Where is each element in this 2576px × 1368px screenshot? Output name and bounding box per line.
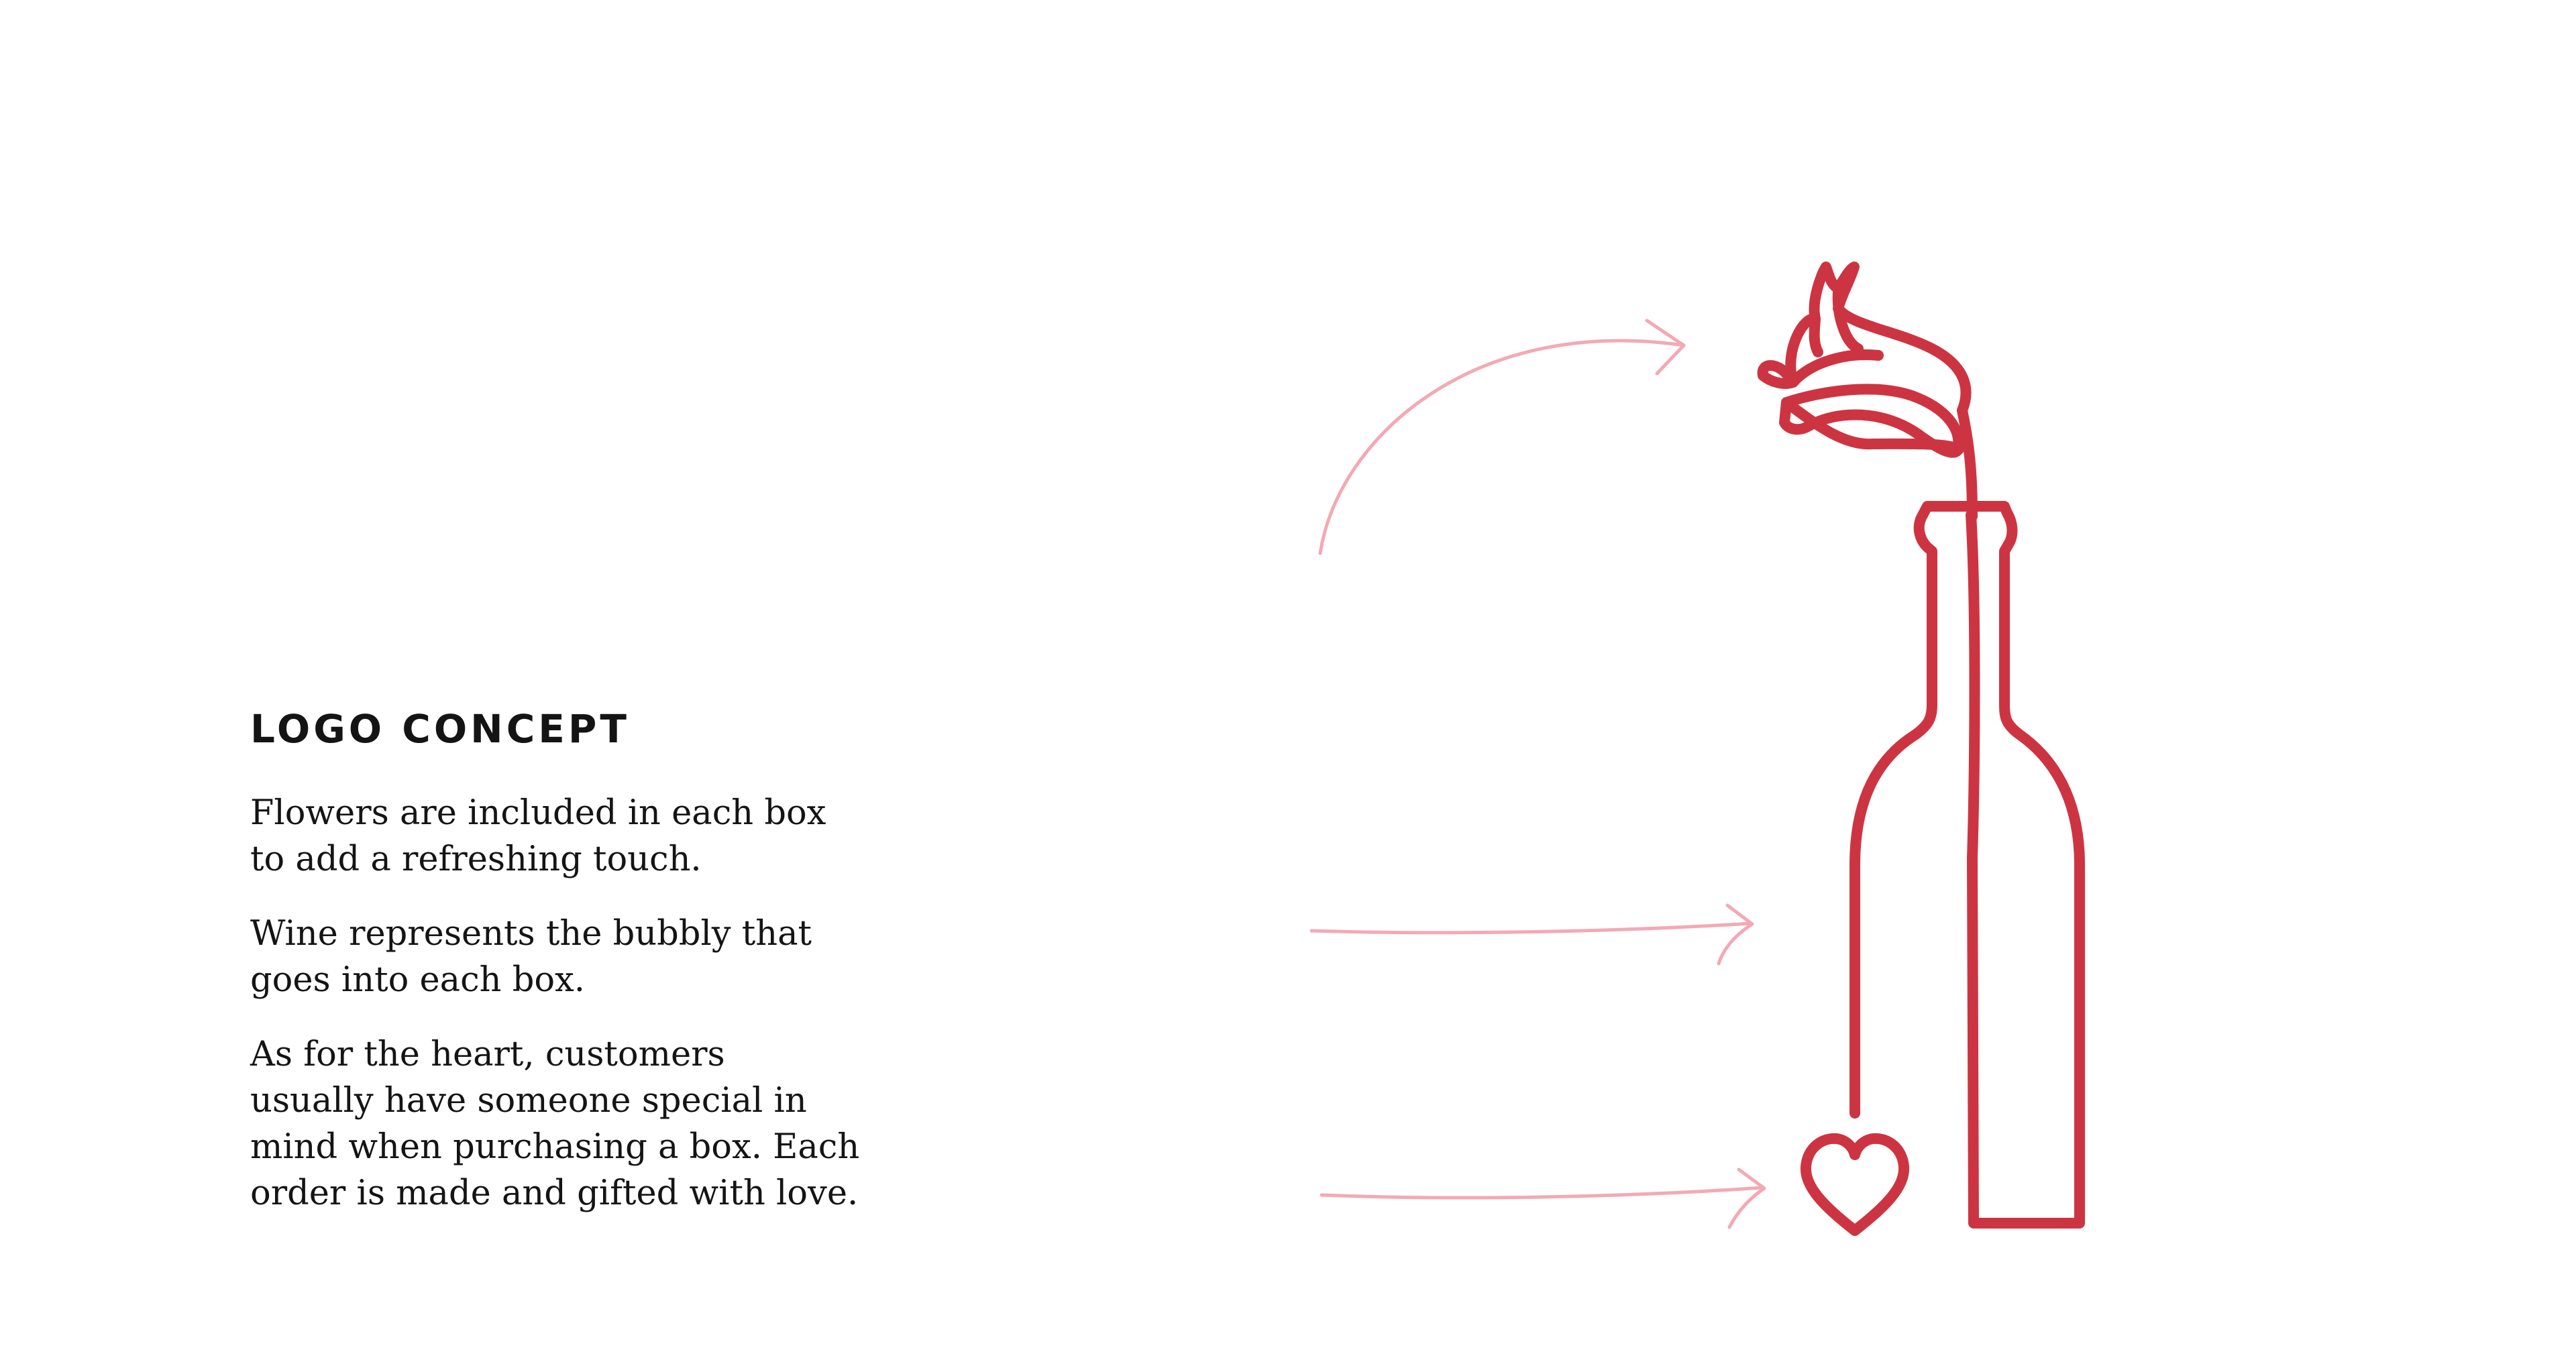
arrow-to-flower [1318, 319, 1686, 555]
heart-description-line-3: mind when purchasing a box. Each [250, 1127, 860, 1167]
flower-description-line-2: to add a refreshing touch. [250, 840, 702, 879]
heart-icon [1800, 1133, 1910, 1236]
heart-description-line-4: order is made and gifted with love. [250, 1174, 859, 1213]
flower-description: Flowers are included in each box to add … [250, 790, 988, 882]
section-heading: LOGO CONCEPT [250, 706, 630, 752]
tulip-flower-icon [1757, 262, 1978, 522]
pointer-arrows [1309, 319, 1766, 1229]
wine-description: Wine represents the bubbly that goes int… [250, 911, 988, 1003]
heart-description: As for the heart, customers usually have… [250, 1031, 988, 1216]
wine-description-line-1: Wine represents the bubbly that [250, 914, 812, 954]
wine-bottle-icon [1849, 501, 2085, 1229]
logo-concept-text: LOGO CONCEPT Flowers are included in eac… [250, 709, 988, 1245]
arrow-to-bottle [1309, 903, 1754, 966]
wine-description-line-2: goes into each box. [250, 960, 586, 1000]
flower-description-line-1: Flowers are included in each box [250, 793, 826, 833]
heart-description-line-1: As for the heart, customers [250, 1035, 725, 1074]
logo-mark [1757, 262, 2085, 1236]
arrow-to-heart [1320, 1167, 1766, 1229]
heart-description-line-2: usually have someone special in [250, 1081, 807, 1121]
